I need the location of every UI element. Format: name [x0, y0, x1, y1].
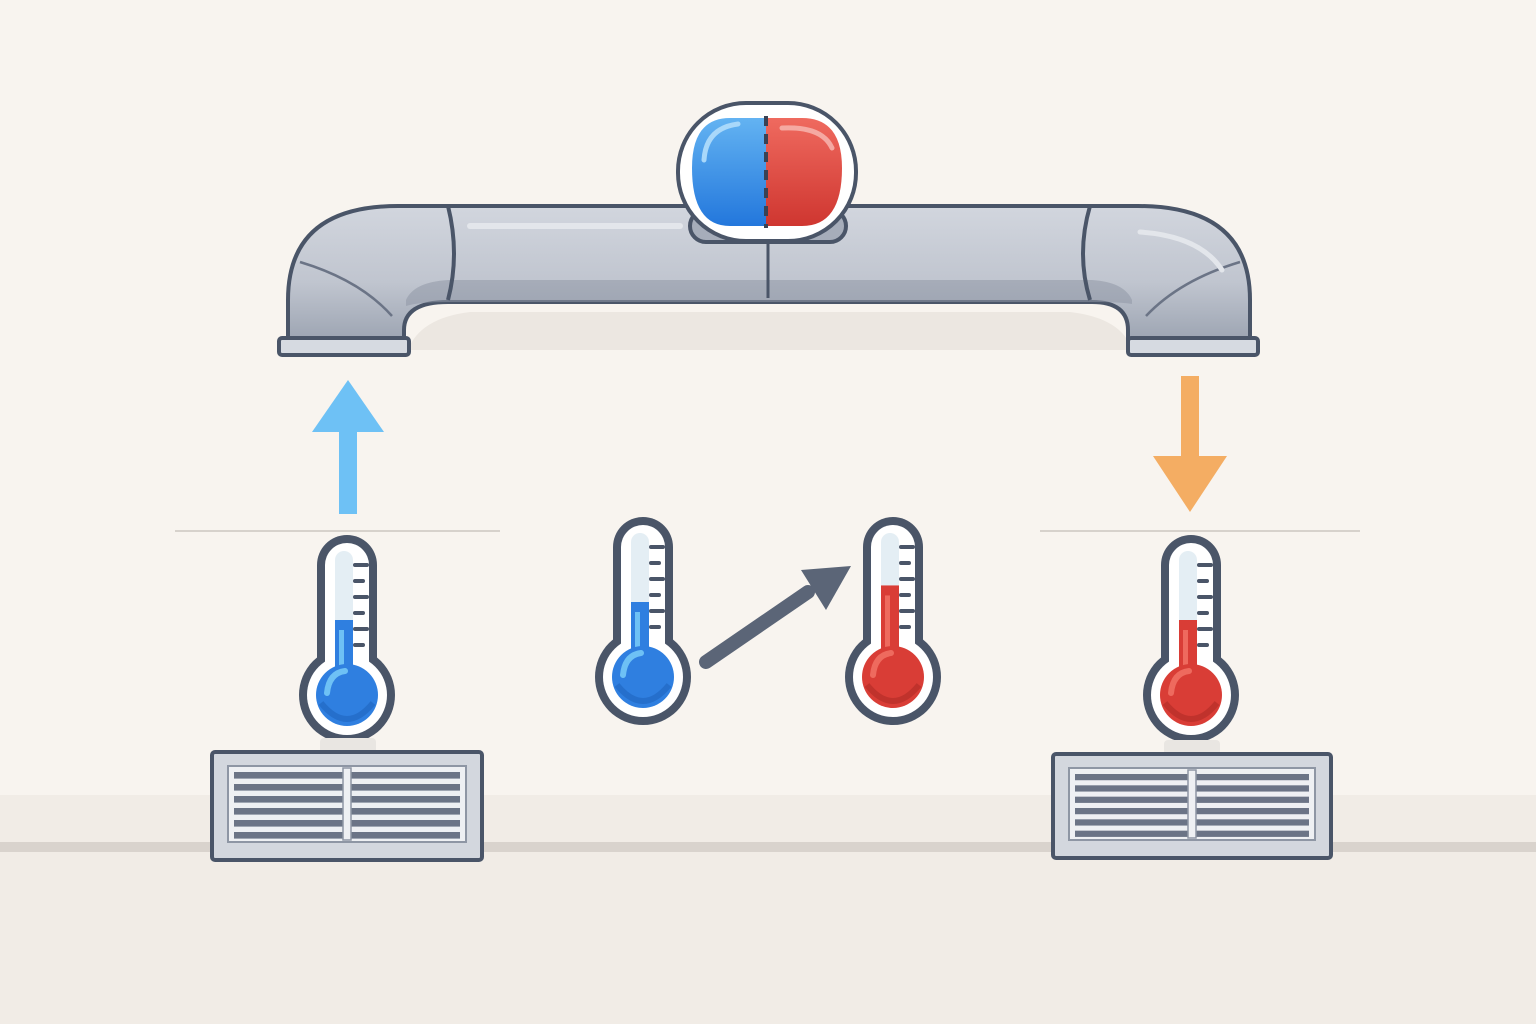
thermometer-hot-icon	[845, 517, 941, 725]
left-duct-flange	[277, 336, 411, 357]
warm-air-down-arrow	[1153, 376, 1227, 512]
thermometer-cold-icon	[299, 535, 395, 743]
duct-pipe	[277, 204, 1260, 357]
right-duct-flange	[1126, 336, 1260, 357]
floor-line	[0, 842, 1536, 852]
heat-exchanger-icon	[676, 101, 858, 244]
thermometer-cold-icon	[595, 517, 691, 725]
vent-grille-icon	[1051, 740, 1333, 860]
thermometer-hot-icon	[1143, 535, 1239, 743]
vent-grille-icon	[210, 738, 484, 862]
heat-transfer-arrow	[699, 566, 851, 669]
cold-air-up-arrow	[312, 380, 384, 514]
